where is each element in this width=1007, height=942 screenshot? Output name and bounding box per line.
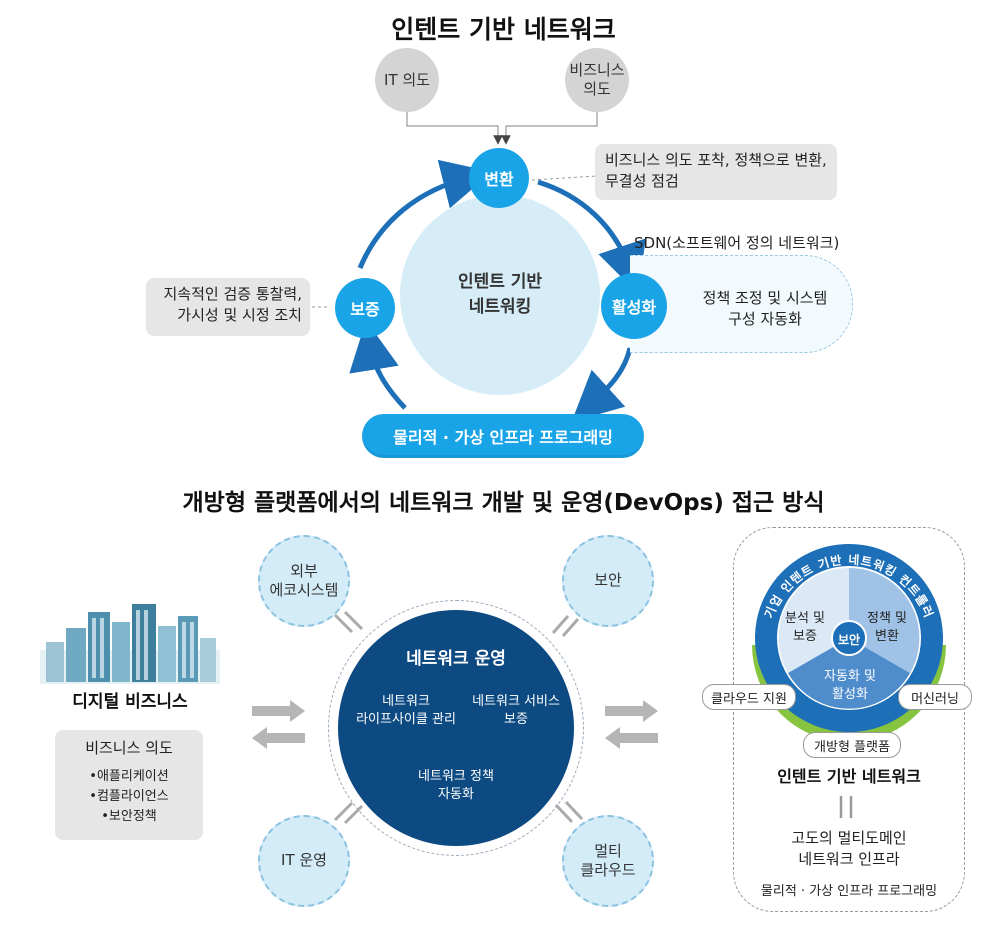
- digital-business-label: 디지털 비즈니스: [72, 691, 188, 712]
- service-assurance: 네트워크 서비스 보증: [460, 693, 572, 728]
- cloud-support-pill: 클라우드 지원: [702, 684, 796, 710]
- note-assure-line-2: 가시성 및 시정 조치: [177, 306, 302, 324]
- net-ops-halo: [328, 600, 584, 856]
- biz-intent-label-1: 비즈니스: [569, 61, 625, 80]
- seg-center-security: 보안: [837, 632, 861, 647]
- note-assure-line-1: 지속적인 검증 통찰력,: [163, 285, 302, 303]
- service-assure-line-2: 보증: [504, 711, 528, 727]
- sdn-region: [630, 255, 853, 353]
- note-activate: 정책 조정 및 시스템 구성 자동화: [690, 288, 840, 330]
- note-activate-line-2: 구성 자동화: [728, 310, 802, 328]
- biz-intent-label-2: 의도: [583, 80, 611, 98]
- seg-policy-line-1: 정책 및: [866, 611, 907, 626]
- service-assure-line-1: 네트워크 서비스: [472, 694, 560, 709]
- seg-automation: 자동화 및 활성화: [810, 668, 890, 703]
- lifecycle-line-2: 라이프사이클 관리: [356, 711, 456, 727]
- city-skyline-icon: [40, 604, 220, 684]
- policy-automation: 네트워크 정책 자동화: [400, 768, 512, 803]
- net-ops-title: 네트워크 운영: [406, 649, 506, 669]
- machine-learning-pill: 머신러닝: [898, 684, 972, 710]
- node-assure-label: 보증: [350, 300, 380, 319]
- adv-infra-line-1: 고도의 멀티도메인: [791, 829, 907, 847]
- left-exchange-arrows: [252, 700, 305, 749]
- note-transform-line-1: 비즈니스 의도 포착, 정책으로 변환,: [605, 151, 827, 169]
- node-assure: 보증: [335, 278, 395, 338]
- adv-infra-line-2: 네트워크 인프라: [798, 850, 900, 868]
- seg-analysis: 분석 및 보증: [770, 610, 840, 645]
- it-intent-label: IT 의도: [384, 70, 430, 89]
- net-ops-circle: [338, 610, 574, 846]
- biz-intent-box: 비즈니스 의도 •애플리케이션 •컴플라이언스 •보안정책: [55, 730, 203, 840]
- note-transform-line-2: 무결성 점검: [605, 172, 679, 190]
- note-assure: 지속적인 검증 통찰력, 가시성 및 시정 조치: [146, 278, 310, 336]
- lifecycle-mgmt: 네트워크 라이프사이클 관리: [350, 693, 462, 728]
- seg-auto-line-2: 활성화: [832, 686, 868, 702]
- center-label-1: 인텐트 기반: [457, 272, 543, 293]
- ibn-label: 인텐트 기반 네트워크: [777, 767, 921, 786]
- biz-box-item: •컴플라이언스: [89, 789, 169, 805]
- note-activate-line-1: 정책 조정 및 시스템: [702, 289, 828, 307]
- adv-infra: 고도의 멀티도메인 네트워크 인프라: [733, 828, 965, 870]
- node-activate: 활성화: [601, 273, 667, 339]
- security-label: 보안: [594, 571, 622, 590]
- node-activate-label: 활성화: [611, 298, 657, 317]
- bottom-title: 개방형 플랫폼에서의 네트워크 개발 및 운영(DevOps) 접근 방식: [182, 490, 825, 516]
- seg-analysis-line-2: 보증: [793, 628, 817, 644]
- note-transform: 비즈니스 의도 포착, 정책으로 변환, 무결성 점검: [595, 144, 837, 200]
- sdn-label: SDN(소프트웨어 정의 네트워크): [634, 234, 840, 252]
- seg-policy: 정책 및 변환: [852, 610, 922, 645]
- ext-ecosystem-circle: 외부 에코시스템: [258, 535, 350, 627]
- security-circle: 보안: [562, 535, 654, 627]
- seg-policy-line-2: 변환: [875, 628, 899, 644]
- ibn-center-circle: 인텐트 기반 네트워킹: [400, 195, 600, 395]
- ext-eco-line-2: 에코시스템: [269, 581, 339, 599]
- multi-cloud-circle: 멀티 클라우드: [562, 815, 654, 907]
- it-ops-circle: IT 운영: [258, 815, 350, 907]
- ext-eco-line-1: 외부: [290, 561, 318, 580]
- biz-intent-circle: 비즈니스 의도: [565, 48, 629, 112]
- policy-auto-line-1: 네트워크 정책: [418, 769, 494, 784]
- seg-auto-line-1: 자동화 및: [824, 669, 876, 684]
- multi-cloud-line-2: 클라우드: [580, 861, 636, 879]
- biz-box-item: •보안정책: [101, 809, 157, 825]
- policy-auto-line-2: 자동화: [438, 786, 474, 802]
- seg-analysis-line-1: 분석 및: [784, 611, 825, 626]
- biz-box-title: 비즈니스 의도: [85, 739, 173, 757]
- it-ops-label: IT 운영: [281, 851, 327, 870]
- node-transform: 변환: [469, 148, 529, 208]
- open-platform-pill: 개방형 플랫폼: [803, 732, 901, 758]
- right-exchange-arrows: [605, 700, 658, 749]
- infra-bar: 물리적 · 가상 인프라 프로그래밍: [362, 414, 644, 458]
- lifecycle-line-1: 네트워크: [382, 694, 430, 709]
- phys-infra-label: 물리적 · 가상 인프라 프로그래밍: [760, 883, 938, 899]
- center-label-2: 네트워킹: [468, 297, 532, 317]
- updown-arrows: [839, 796, 853, 818]
- biz-box-item: •애플리케이션: [89, 769, 169, 784]
- node-transform-label: 변환: [484, 170, 514, 189]
- top-title: 인텐트 기반 네트워크: [391, 15, 616, 44]
- right-panel: [733, 527, 965, 912]
- it-intent-circle: IT 의도: [375, 48, 439, 112]
- multi-cloud-line-1: 멀티: [594, 841, 622, 860]
